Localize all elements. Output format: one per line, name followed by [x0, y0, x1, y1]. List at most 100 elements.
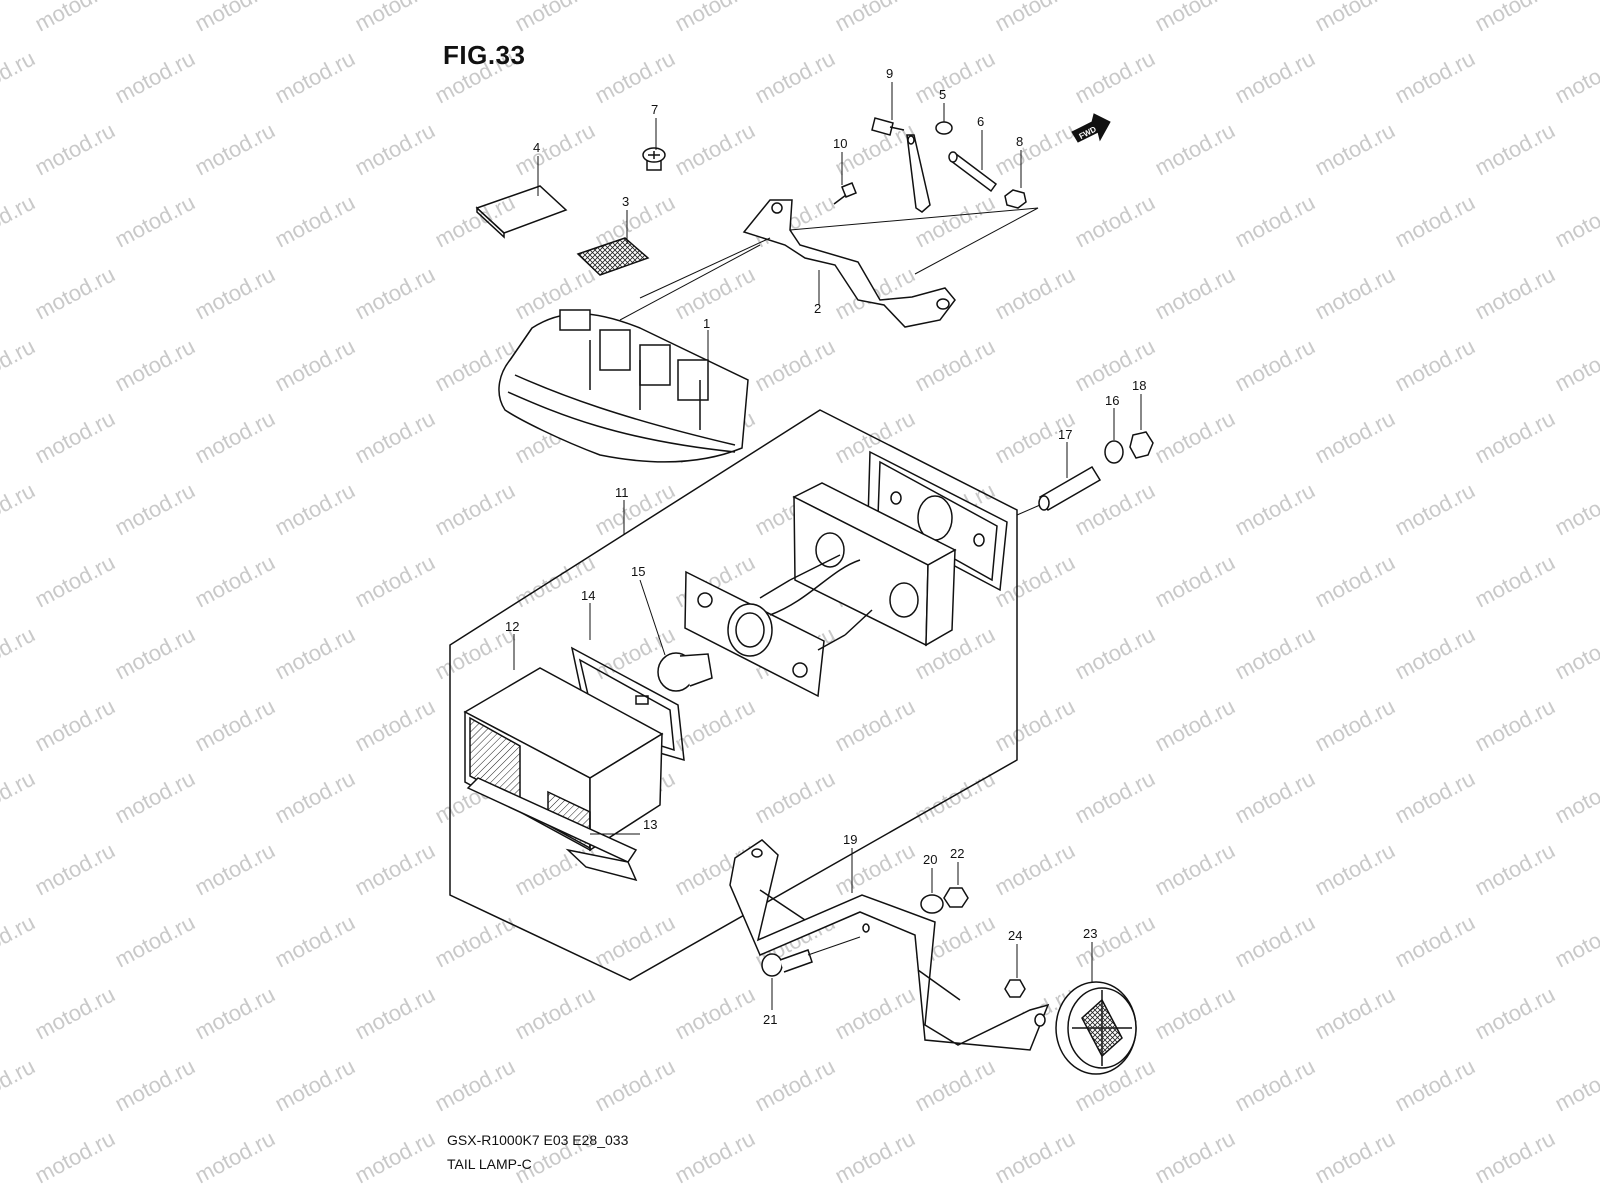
watermark-text: motod.ru	[1391, 334, 1479, 397]
watermark-text: motod.ru	[351, 118, 439, 181]
part-3-reflector	[576, 237, 650, 276]
callout-13: 13	[643, 817, 657, 832]
leader-lines	[513, 82, 1142, 1010]
watermark-text: motod.ru	[1551, 478, 1600, 541]
watermark-text: motod.ru	[1231, 190, 1319, 253]
watermark-text: motod.ru	[191, 694, 279, 757]
callout-24: 24	[1008, 928, 1022, 943]
watermark-text: motod.ru	[191, 262, 279, 325]
watermark-text: motod.ru	[1551, 766, 1600, 829]
part-13-gasket	[466, 777, 638, 882]
watermark-text: motod.ru	[671, 1126, 759, 1189]
callout-19: 19	[843, 832, 857, 847]
watermark-text: motod.ru	[671, 982, 759, 1045]
watermark-text: motod.ru	[111, 1054, 199, 1117]
watermark-text: motod.ru	[111, 910, 199, 973]
part-1-tail-lamp	[498, 309, 749, 463]
watermark-text: motod.ru	[671, 118, 759, 181]
part-17-collar	[1038, 465, 1102, 512]
watermark-text: motod.ru	[31, 838, 119, 901]
part-8-nut	[1004, 189, 1027, 209]
watermark-text: motod.ru	[1071, 46, 1159, 109]
callout-16: 16	[1105, 393, 1119, 408]
callout-10: 10	[833, 136, 847, 151]
watermark-text: motod.ru	[671, 0, 759, 36]
watermark-text: motod.ru	[31, 118, 119, 181]
callout-22: 22	[950, 846, 964, 861]
part-22-nut	[943, 887, 969, 908]
watermark-text: motod.ru	[351, 838, 439, 901]
callout-4: 4	[533, 140, 540, 155]
watermark-text: motod.ru	[1551, 46, 1600, 109]
watermark-text: motod.ru	[431, 1054, 519, 1117]
watermark-text: motod.ru	[431, 190, 519, 253]
watermark-text: motod.ru	[351, 550, 439, 613]
watermark-text: motod.ru	[351, 262, 439, 325]
watermark-text: motod.ru	[1551, 334, 1600, 397]
watermark-text: motod.ru	[1071, 766, 1159, 829]
watermark-text: motod.ru	[1311, 838, 1399, 901]
part-4-plate	[475, 185, 568, 239]
part-16-washer	[1104, 440, 1124, 464]
watermark-text: motod.ru	[1151, 262, 1239, 325]
watermark-text: motod.ru	[1311, 118, 1399, 181]
part-23-reflector	[1055, 981, 1137, 1075]
group-11-outline	[449, 409, 1018, 981]
callout-23: 23	[1083, 926, 1097, 941]
callout-7: 7	[651, 102, 658, 117]
watermark-text: motod.ru	[911, 1054, 999, 1117]
watermark-text: motod.ru	[751, 1054, 839, 1117]
watermark-text: motod.ru	[271, 910, 359, 973]
watermark-text: motod.ru	[911, 766, 999, 829]
callout-12: 12	[505, 619, 519, 634]
watermark-text: motod.ru	[1471, 694, 1559, 757]
watermark-text: motod.ru	[111, 478, 199, 541]
watermark-text: motod.ru	[591, 478, 679, 541]
watermark-text: motod.ru	[1151, 118, 1239, 181]
guide-lines-upper	[619, 207, 1039, 321]
watermark-text: motod.ru	[271, 190, 359, 253]
watermark-text: motod.ru	[191, 550, 279, 613]
watermark-text: motod.ru	[1391, 478, 1479, 541]
watermark-text: motod.ru	[671, 262, 759, 325]
watermark-text: motod.ru	[831, 1126, 919, 1189]
watermark-text: motod.ru	[991, 0, 1079, 36]
watermark-text: motod.ru	[191, 838, 279, 901]
watermark-text: motod.ru	[31, 1126, 119, 1189]
watermark-text: motod.ru	[271, 46, 359, 109]
watermark-text: motod.ru	[111, 46, 199, 109]
callout-11: 11	[615, 485, 629, 500]
part-20-washer	[920, 894, 944, 914]
watermark-text: motod.ru	[31, 262, 119, 325]
watermark-text: motod.ru	[831, 838, 919, 901]
callout-5: 5	[939, 87, 946, 102]
watermark-text: motod.ru	[991, 1126, 1079, 1189]
watermark-text: motod.ru	[1391, 1054, 1479, 1117]
watermark-text: motod.ru	[751, 334, 839, 397]
watermark-text: motod.ru	[1231, 334, 1319, 397]
watermark-text: motod.ru	[191, 982, 279, 1045]
watermark-text: motod.ru	[1311, 1126, 1399, 1189]
watermark-text: motod.ru	[31, 0, 119, 36]
watermark-text: motod.ru	[271, 622, 359, 685]
watermark-text: motod.ru	[111, 334, 199, 397]
watermark-text: motod.ru	[831, 694, 919, 757]
part-15-bulb	[657, 652, 713, 692]
watermark-text: motod.ru	[431, 910, 519, 973]
watermark-text: motod.ru	[351, 694, 439, 757]
watermark-text: motod.ru	[991, 838, 1079, 901]
watermark-text: motod.ru	[0, 1054, 39, 1117]
watermark-text: motod.ru	[191, 0, 279, 36]
watermark-text: motod.ru	[1151, 694, 1239, 757]
watermark-text: motod.ru	[0, 622, 39, 685]
fwd-arrow: FWD	[1071, 113, 1111, 143]
figure-code: GSX-R1000K7 E03 E28_033	[447, 1132, 629, 1148]
watermark-text: motod.ru	[1471, 982, 1559, 1045]
watermark-text: motod.ru	[0, 478, 39, 541]
watermark-text: motod.ru	[351, 1126, 439, 1189]
callout-3: 3	[622, 194, 629, 209]
part-19-bracket	[729, 839, 1050, 1051]
part-10-bolt	[833, 182, 857, 205]
watermark-text: motod.ru	[1471, 838, 1559, 901]
